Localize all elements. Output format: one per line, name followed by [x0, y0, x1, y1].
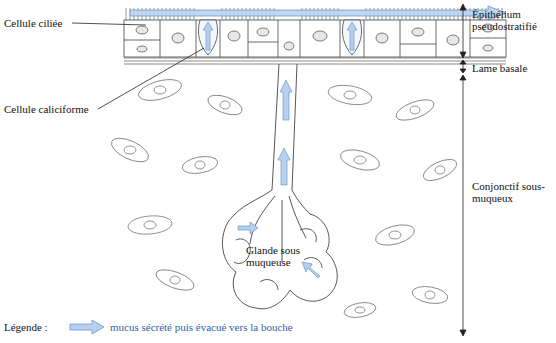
epithelial-cells: [124, 20, 506, 57]
cell-label: Cellule ciliée: [4, 17, 74, 29]
goblet-cells: [198, 20, 361, 55]
mucus-flow-arrow: [130, 6, 506, 20]
leader-lines: [72, 23, 204, 109]
nuclei: [136, 24, 494, 52]
legend-heading: Légende :: [4, 321, 64, 333]
layer-label: Conjonctif sous-muqueux: [472, 180, 556, 204]
gland-mucus-arrows: [238, 80, 320, 278]
cell-label: Cellule caliciforme: [4, 103, 99, 115]
legend-text: mucus sécrété puis évacué vers la bouche: [110, 321, 410, 333]
dimension-arrows: [460, 4, 466, 336]
submucosal-gland: [222, 64, 337, 309]
gland-label: Glande sous muqueuse: [246, 244, 308, 268]
goblet-mucus-arrows: [203, 22, 357, 50]
fibroblasts: [108, 76, 460, 320]
layer-label: Épithélium pseudostratifié: [472, 8, 556, 32]
layer-label: Lame basale: [472, 62, 556, 74]
legend-sample-arrow: [70, 320, 104, 334]
